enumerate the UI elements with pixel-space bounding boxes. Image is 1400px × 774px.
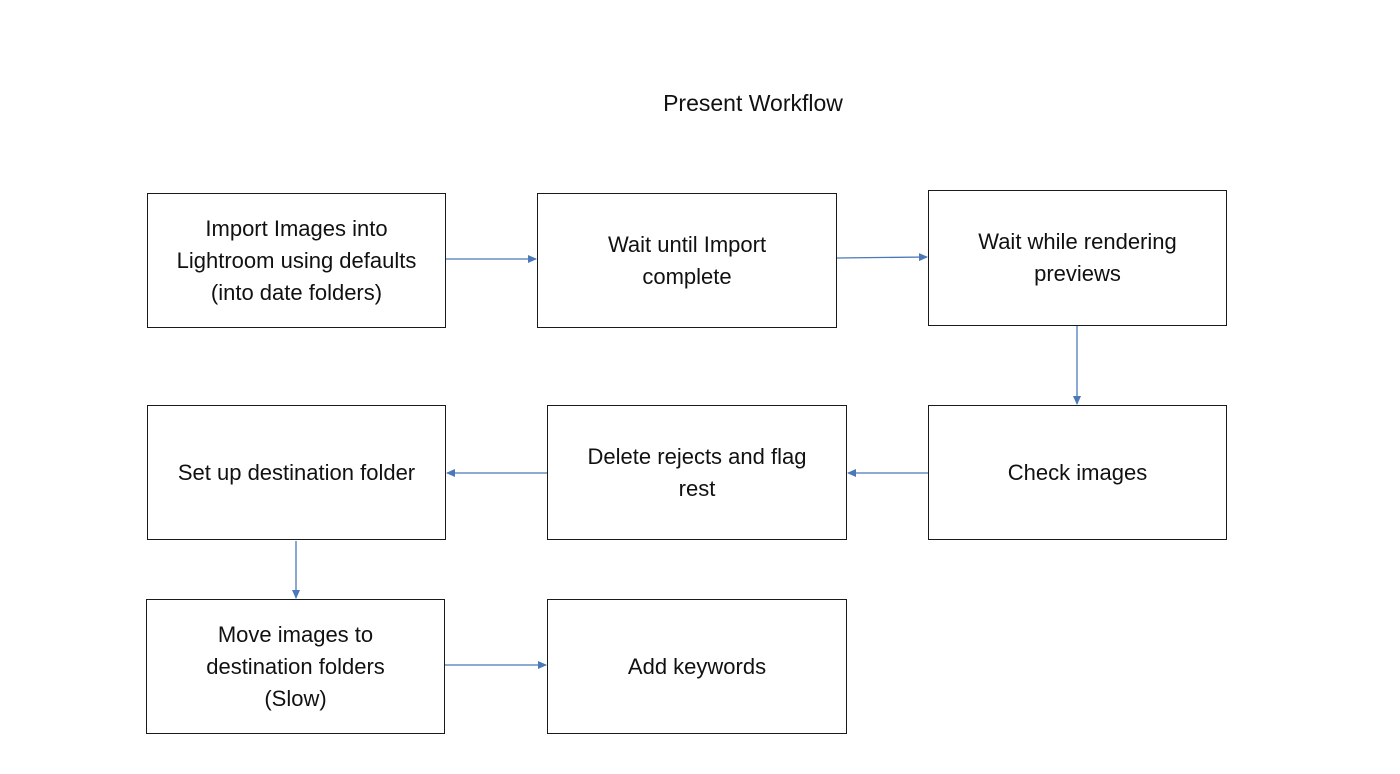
step-wait-import: Wait until Import complete [537, 193, 837, 328]
arrow-wait-import-to-rendering [836, 253, 928, 262]
step-delete-rejects-label: Delete rejects and flag rest [587, 443, 807, 501]
step-move-images: Move images to destination folders (Slow… [146, 599, 445, 734]
step-import-images-label: Import Images into Lightroom using defau… [176, 215, 417, 305]
step-setup-destination: Set up destination folder [147, 405, 446, 540]
step-wait-import-label: Wait until Import complete [607, 231, 767, 289]
step-move-images-label: Move images to destination folders (Slow… [206, 621, 385, 711]
step-delete-rejects: Delete rejects and flag rest [547, 405, 847, 540]
step-check-images: Check images [928, 405, 1227, 540]
step-add-keywords: Add keywords [547, 599, 847, 734]
step-wait-rendering-label: Wait while rendering previews [978, 229, 1177, 286]
step-wait-rendering: Wait while rendering previews [928, 190, 1227, 326]
step-setup-destination-label: Set up destination folder [177, 459, 416, 485]
step-import-images: Import Images into Lightroom using defau… [147, 193, 446, 328]
diagram-title: Present Workflow [663, 90, 843, 116]
step-check-images-label: Check images [1007, 459, 1148, 485]
step-add-keywords-label: Add keywords [627, 653, 767, 679]
